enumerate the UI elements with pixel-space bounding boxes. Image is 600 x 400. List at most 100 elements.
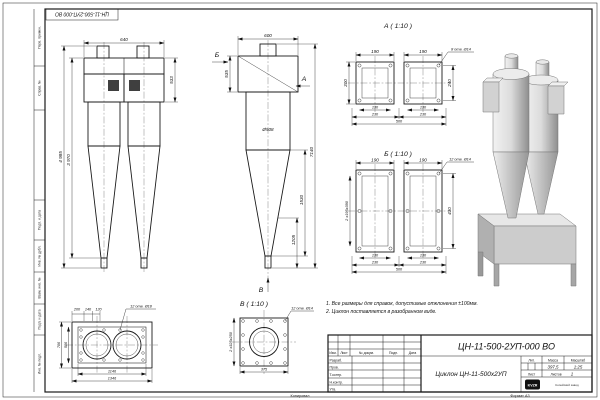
dim-w2: 190 [419,158,427,163]
dim-b1: 1146 [108,370,117,374]
role-nkontr: Н.контр. [330,381,343,385]
mass-value: 397,5 [548,365,560,370]
note-line-2: 2. Циклон поставляется в разобранном вид… [325,309,437,315]
format-label: Формат А3 [510,394,529,398]
dim-c1: 230 [371,261,379,265]
inner-frame [44,8,593,393]
col-izm: Изм. [329,351,336,355]
inlet-opening-right [129,80,140,91]
opening-left [361,67,389,99]
outlet-circle [249,327,279,357]
base-flange [77,326,147,364]
leg [570,263,577,287]
scale-value: 1:25 [574,365,583,370]
dim-tip: 1205 [291,234,296,245]
margin-label: Подп. и дата [38,309,42,329]
dim-right: 240 [447,79,452,88]
dim-b2: 1346 [108,377,117,381]
mass-label: Масса [548,358,558,362]
view-v: В ( 1:10 ) [232,301,296,374]
col-list: Лист [340,351,348,355]
dim-w1: 190 [371,158,379,163]
dim-total-height: 4 985 [58,151,63,163]
company-logo [525,379,540,390]
footer: Копировал Формат А3 [290,394,529,398]
dim-inlet: 535 [224,70,229,78]
col-doc: № докум. [359,351,374,355]
opening-right [409,67,437,99]
copied-label: Копировал [290,394,309,398]
cone-left [492,151,530,219]
dim-cone: 1530 [299,194,304,205]
dim-width: 600 [264,33,272,38]
opening-note: 2 х325х250 [229,331,233,353]
scale-label: Масштаб [571,358,586,362]
margin-label: Подп. и дата [38,210,42,230]
dim-c2: 230 [419,113,427,117]
bin-top [477,213,577,227]
inlet-duct-right [547,85,565,115]
top-stamp: ЦН-11-500-2УП-000 ВО [45,8,119,21]
dim-s1: 130 [372,106,379,110]
logo-text: KVZR [528,383,538,387]
note-line-1: 1. Все размеры для справок, допустимые о… [326,301,478,307]
dim-s2: 130 [420,106,427,110]
view-a-dimensions: 190 190 8 отв. Ø14 300 240 130 130 230 2… [343,48,474,126]
outlet-flange [239,317,289,367]
opening-note: 2 х195х390 [345,200,349,222]
front-view-dimensions: 640 533 4 985 3 970 [58,37,178,269]
flange-left [355,169,395,253]
holes-note: 12 отв. Ø14 [449,158,471,162]
holes-note: 12 отв. Ø18 [130,305,153,309]
flange-right [403,61,443,105]
view-arrow-v-label: В [259,287,264,294]
dim-l1: 706 [57,341,61,348]
bin-front [493,225,577,265]
sheets-label: Листов [550,372,561,376]
dim-s1: 130 [372,254,379,258]
drawing-name: Циклон ЦН-11-500х2УП [435,371,506,378]
role-utv: Утв. [330,388,337,392]
margin-labels: Перв. примен. Справ. № Подп. и дата Инв.… [38,26,42,374]
exhaust-stub-right [136,45,150,59]
dim-body-height: 3 970 [66,154,71,166]
dim-t3: 120 [95,308,102,312]
holes-note: 12 отв. Ø14 [291,307,313,311]
dim-right: 430 [447,207,452,215]
dim-total: 500 [396,268,403,272]
role-razrab: Разраб. [330,359,343,363]
pipe-right [112,330,142,360]
bottom-view-dimensions: 200 140 120 12 отв. Ø18 706 506 1146 134… [57,305,156,383]
margin-label: Перв. примен. [38,26,42,49]
view-a-title: А ( 1:10 ) [383,23,412,30]
dim-t1: 200 [73,308,81,312]
section-view-dimensions: 600 535 7140 1530 1205 Б А В [212,33,318,294]
inlet-opening-left [108,80,119,91]
role-prov: Пров. [330,366,339,370]
opening-left [361,175,389,247]
lit-label: Лит. [528,358,534,362]
col-data: Дата [409,351,417,355]
margin-label: Взам. инв. № [38,277,42,298]
notes: 1. Все размеры для справок, допустимые о… [325,301,478,315]
col-podp: Подп. [389,351,398,355]
leg [493,263,500,287]
holes-note: 8 отв. Ø14 [451,48,471,52]
margin-label: Инв. № подл. [38,353,42,374]
dim-w2: 190 [419,49,427,54]
sheets-value: 1 [571,372,574,377]
view-b-dimensions: 190 190 12 отв. Ø14 2 х195х390 430 130 1… [345,158,474,274]
dim-width: 640 [120,37,128,42]
view-b-title: Б ( 1:10 ) [384,151,412,158]
dim-total: 500 [396,120,403,124]
view-v-title: В ( 1:10 ) [240,301,268,308]
margin-label: Справ. № [38,80,42,96]
dim-left: 300 [343,79,348,87]
view-v-dimensions: 12 отв. Ø14 375 2 х325х250 [229,307,314,374]
opening-right [409,175,437,247]
leg [477,251,484,277]
dim-l2: 506 [64,341,68,348]
cone-right [523,151,559,215]
